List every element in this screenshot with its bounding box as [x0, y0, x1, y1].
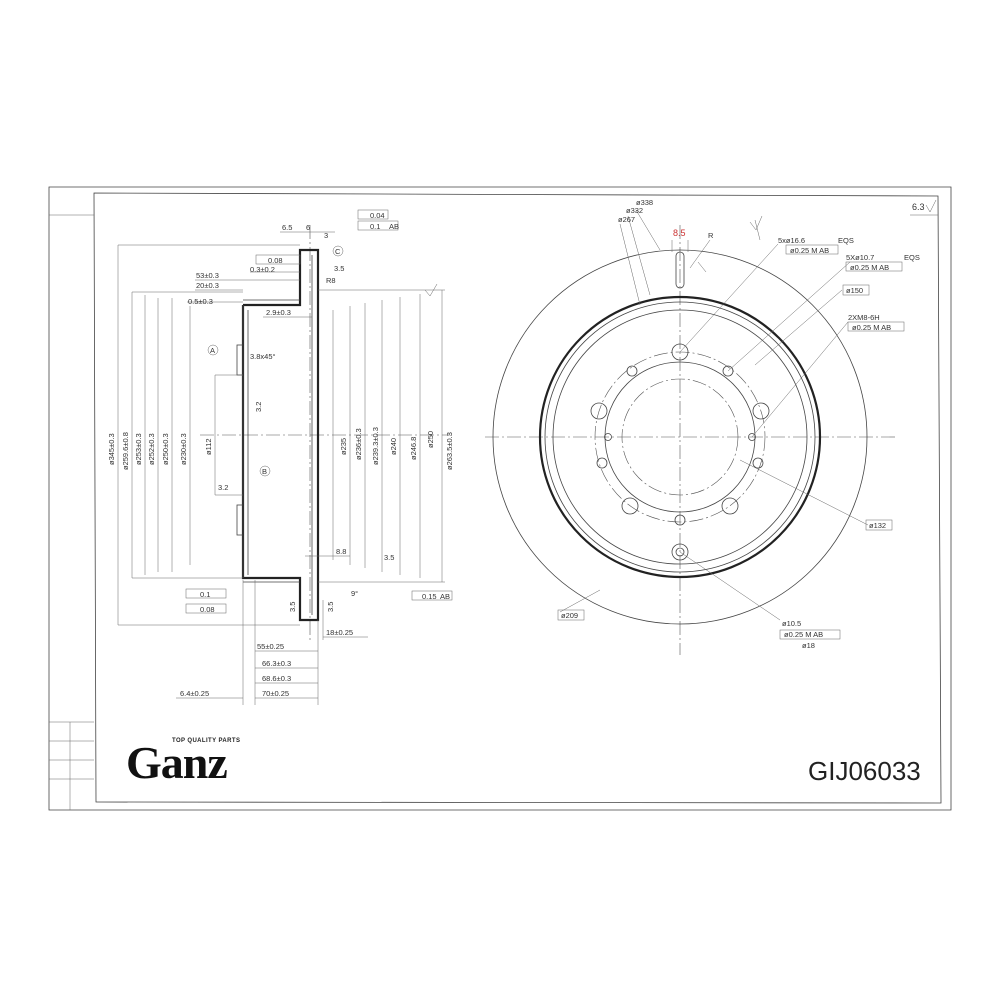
dim-8-8: 8.8	[336, 547, 346, 556]
dim-18: 18±0.25	[326, 628, 353, 637]
datum-b: B	[262, 467, 267, 476]
dim-2-9: 2.9±0.3	[266, 308, 291, 317]
dim-20: 20±0.3	[196, 281, 219, 290]
callout-5x16-6: 5xø16.6	[778, 236, 805, 245]
rotor-slot	[675, 251, 685, 289]
callout-m8: 2XM8-6H	[848, 313, 880, 322]
braking-surface-edge	[538, 295, 822, 579]
dim-d253: ø253±0.3	[134, 433, 143, 465]
callout-5x10-7-tol: ø0.25 M AB	[850, 263, 889, 272]
small-hole	[596, 457, 608, 469]
rough-3-2-b: 3.2	[218, 483, 228, 492]
locating-hole	[671, 543, 689, 561]
section-view: 6.5 6 3 3.5 R8 53±0.3 20±0.3 0.5±0.3 0.3…	[107, 209, 454, 705]
dim-d112: ø112	[204, 438, 213, 455]
dim-d263-5: ø263.5±0.3	[445, 432, 454, 470]
dim-d235: ø235	[339, 438, 348, 455]
dim-3-5: 3.5	[334, 264, 344, 273]
dim-d240: ø240	[389, 438, 398, 455]
dim-0-5: 0.5±0.3	[188, 297, 213, 306]
bolt-hole	[590, 402, 608, 420]
small-hole	[752, 457, 764, 469]
rough-3-2-a: 3.2	[254, 402, 263, 412]
center-bore	[604, 361, 756, 513]
brand-name: Ganz	[126, 737, 228, 788]
callout-d150: ø150	[846, 286, 863, 295]
dim-d332: ø332	[626, 206, 643, 215]
callout-d132: ø132	[869, 521, 886, 530]
dim-0-3: 0.3±0.2	[250, 265, 275, 274]
callout-d209: ø209	[561, 611, 578, 620]
bolt-hole	[752, 402, 770, 420]
callout-d10-5: ø10.5	[782, 619, 801, 628]
brand-logo: TOP QUALITY PARTS Ganz	[126, 736, 266, 786]
rough-3-5-a: 3.5	[384, 553, 394, 562]
part-number: GIJ06033	[808, 756, 921, 786]
dim-70: 70±0.25	[262, 689, 289, 698]
dim-radius: R	[708, 231, 714, 240]
dim-d252: ø252±0.3	[147, 433, 156, 465]
roughness-label: 6.3	[912, 202, 925, 212]
callout-5x16-6-tol: ø0.25 M AB	[790, 246, 829, 255]
dim-d338: ø338	[636, 198, 653, 207]
dim-6-5: 6.5	[282, 223, 292, 232]
front-view: ø338 ø332 ø267 8.5 R 5xø16.6 ø0.25 M AB …	[485, 198, 920, 655]
dim-68-6: 68.6±0.3	[262, 674, 291, 683]
datum-c: C	[335, 247, 341, 256]
outer-rim	[492, 249, 868, 625]
rough-3-5-b: 3.5	[288, 602, 297, 612]
callout-d10-5-tol: ø0.25 M AB	[784, 630, 823, 639]
threaded-hole	[748, 433, 756, 441]
tol-0-15: 0.15	[422, 592, 437, 601]
bolt-hole	[621, 497, 639, 515]
tol-ab-1: AB	[389, 222, 399, 231]
dim-d236: ø236±0.3	[354, 428, 363, 460]
small-hole	[674, 514, 686, 526]
small-hole	[722, 365, 734, 377]
dim-d267: ø267	[618, 215, 635, 224]
tol-ab-2: AB	[440, 592, 450, 601]
dim-55: 55±0.25	[257, 642, 284, 651]
callout-m8-tol: ø0.25 M AB	[852, 323, 891, 332]
dim-6-4: 6.4±0.25	[180, 689, 209, 698]
dim-r8: R8	[326, 276, 336, 285]
dim-53: 53±0.3	[196, 271, 219, 280]
dim-d345: ø345±0.3	[107, 433, 116, 465]
callout-5x10-7: 5Xø10.7	[846, 253, 874, 262]
tol-0-1: 0.1	[370, 222, 380, 231]
datum-a: A	[210, 346, 215, 355]
chamfer-label: 3.8x45°	[250, 352, 276, 361]
callout-5x16-6-eqs: EQS	[838, 236, 854, 245]
dim-66-3: 66.3±0.3	[262, 659, 291, 668]
small-hole	[626, 365, 638, 377]
dim-d250-r: ø250	[426, 431, 435, 448]
tol-0-04: 0.04	[370, 211, 385, 220]
threaded-hole	[604, 433, 612, 441]
dim-slot-8-5: 8.5	[673, 228, 686, 238]
dim-6: 6	[306, 223, 310, 232]
brand-tagline: TOP QUALITY PARTS	[172, 738, 241, 744]
angle-9: 9°	[351, 589, 358, 598]
rough-3-5-c: 3.5	[326, 602, 335, 612]
callout-5x10-7-eqs: EQS	[904, 253, 920, 262]
dim-d230: ø230±0.3	[179, 433, 188, 465]
dim-d250: ø250±0.3	[161, 433, 170, 465]
dim-d259-6: ø259.6±0.8	[121, 432, 130, 470]
bolt-hole	[671, 343, 689, 361]
tol-0-08-b: 0.08	[200, 605, 215, 614]
dim-3: 3	[324, 231, 328, 240]
dim-d239-3: ø239.3±0.3	[371, 427, 380, 465]
callout-d18: ø18	[802, 641, 815, 650]
sheet-frame: 6.3	[48, 186, 952, 811]
tol-0-1-b: 0.1	[200, 590, 210, 599]
bolt-hole	[721, 497, 739, 515]
tol-0-08: 0.08	[268, 256, 283, 265]
dim-d246-8: ø246.8	[409, 437, 418, 460]
